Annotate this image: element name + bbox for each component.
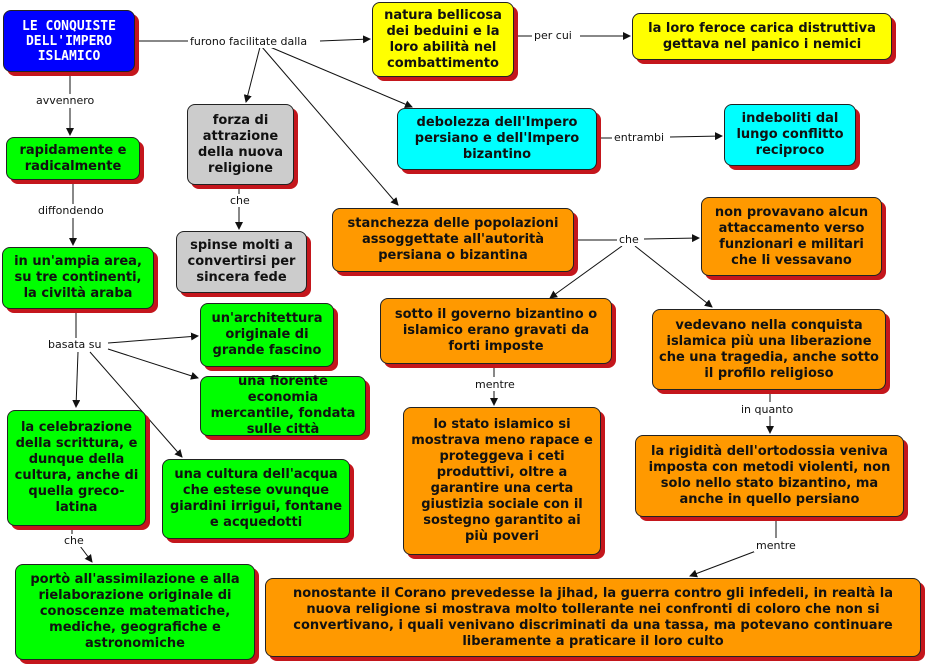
link-label-in-quanto: in quanto	[739, 403, 796, 416]
node-title-text: LE CONQUISTE DELL'IMPERO ISLAMICO	[22, 18, 116, 64]
node-attaccamento[interactable]: non provavano alcun attaccamento verso f…	[701, 197, 882, 276]
node-indeboliti-text: indeboliti dal lungo conflitto reciproco	[736, 111, 844, 158]
node-liberazione[interactable]: vedevano nella conquista islamica più un…	[652, 309, 886, 390]
node-rapace-text: lo stato islamico si mostrava meno rapac…	[411, 417, 593, 544]
node-spinse-text: spinse molti a convertirsi per sincera f…	[187, 238, 296, 285]
node-stanchezza[interactable]: stanchezza delle popolazioni assoggettat…	[332, 208, 574, 272]
node-attrazione[interactable]: forza di attrazione della nuova religion…	[187, 104, 294, 185]
node-rigidita[interactable]: la rigidità dell'ortodossia veniva impos…	[635, 435, 904, 517]
node-rapidamente-text: rapidamente e radicalmente	[19, 142, 127, 174]
node-attaccamento-text: non provavano alcun attaccamento verso f…	[714, 204, 869, 268]
node-bellicosa[interactable]: natura bellicosa dei beduini e la loro a…	[372, 2, 514, 77]
node-imposte[interactable]: sotto il governo bizantino o islamico er…	[380, 298, 612, 364]
node-corano-text: nonostante il Corano prevedesse la jihad…	[292, 585, 894, 649]
node-architettura[interactable]: un'architettura originale di grande fasc…	[200, 303, 334, 367]
link-label-basata-su: basata su	[46, 338, 104, 351]
node-corano[interactable]: nonostante il Corano prevedesse la jihad…	[265, 578, 921, 657]
node-architettura-text: un'architettura originale di grande fasc…	[211, 311, 323, 358]
node-indeboliti[interactable]: indeboliti dal lungo conflitto reciproco	[724, 104, 856, 166]
node-liberazione-text: vedevano nella conquista islamica più un…	[659, 317, 879, 381]
node-ampia[interactable]: in un'ampia area, su tre continenti, la …	[2, 247, 154, 309]
link-label-mentre-rigidita: mentre	[754, 539, 798, 552]
node-ampia-text: in un'ampia area, su tre continenti, la …	[14, 254, 142, 301]
node-title[interactable]: LE CONQUISTE DELL'IMPERO ISLAMICO	[3, 10, 135, 72]
link-label-che-scrittura: che	[62, 534, 86, 547]
link-label-avvennero: avvennero	[34, 94, 97, 107]
node-stanchezza-text: stanchezza delle popolazioni assoggettat…	[347, 216, 559, 263]
node-carica[interactable]: la loro feroce carica distruttiva gettav…	[632, 13, 892, 60]
node-rapidamente[interactable]: rapidamente e radicalmente	[6, 137, 140, 180]
node-assimilazione-text: portò all'assimilazione e alla rielabora…	[30, 572, 240, 651]
node-economia-text: una fiorente economia mercantile, fondat…	[210, 374, 356, 437]
link-label-furono: furono facilitate dalla	[188, 35, 310, 48]
link-label-mentre-imposte: mentre	[473, 378, 517, 391]
link-label-per-cui: per cui	[532, 29, 574, 42]
node-scrittura[interactable]: la celebrazione della scrittura, e dunqu…	[7, 410, 146, 526]
node-economia[interactable]: una fiorente economia mercantile, fondat…	[200, 374, 366, 437]
node-acqua-text: una cultura dell'acqua che estese ovunqu…	[169, 467, 343, 530]
node-spinse[interactable]: spinse molti a convertirsi per sincera f…	[176, 231, 307, 293]
link-label-che-stanchezza: che	[617, 233, 641, 246]
node-rapace[interactable]: lo stato islamico si mostrava meno rapac…	[403, 407, 601, 555]
link-label-entrambi: entrambi	[612, 131, 667, 144]
link-label-che-attrazione: che	[228, 194, 252, 207]
node-imposte-text: sotto il governo bizantino o islamico er…	[394, 307, 598, 354]
node-debolezza-text: debolezza dell'Impero persiano e dell'Im…	[414, 115, 580, 162]
node-bellicosa-text: natura bellicosa dei beduini e la loro a…	[384, 7, 502, 71]
node-attrazione-text: forza di attrazione della nuova religion…	[197, 112, 284, 176]
link-label-diffondendo: diffondendo	[36, 204, 106, 217]
node-rigidita-text: la rigidità dell'ortodossia veniva impos…	[648, 444, 891, 507]
node-debolezza[interactable]: debolezza dell'Impero persiano e dell'Im…	[397, 108, 597, 170]
node-assimilazione[interactable]: portò all'assimilazione e alla rielabora…	[15, 564, 255, 660]
node-carica-text: la loro feroce carica distruttiva gettav…	[648, 20, 876, 52]
node-scrittura-text: la celebrazione della scrittura, e dunqu…	[14, 420, 139, 515]
node-acqua[interactable]: una cultura dell'acqua che estese ovunqu…	[162, 459, 350, 539]
